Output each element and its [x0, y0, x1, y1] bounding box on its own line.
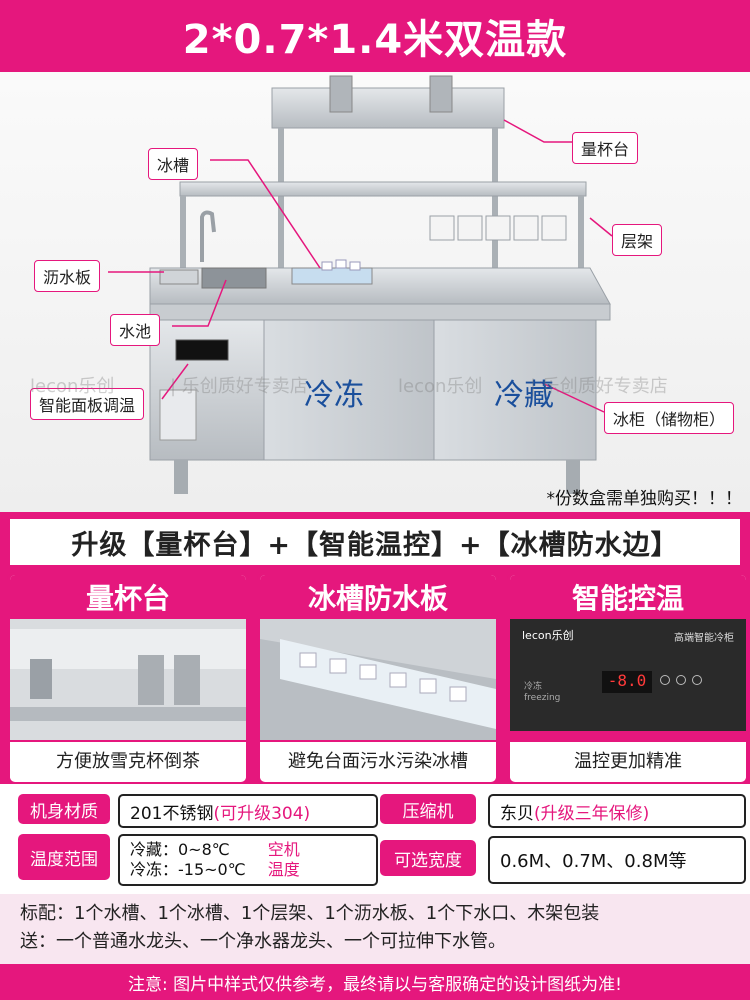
controller-model: 高端智能冷柜 — [674, 633, 734, 644]
callout-cabinet: 冰柜（储物柜） — [604, 402, 735, 434]
controller-accent-strip — [510, 731, 746, 740]
material-upgrade: (可升级304) — [213, 803, 311, 824]
feature-card-cup-stand: 量杯台 方便放雪克杯倒茶 — [7, 572, 249, 785]
controller-button-icon — [676, 675, 686, 685]
material-value: 201不锈钢 — [130, 803, 214, 824]
feature-caption: 温控更加精准 — [510, 740, 746, 778]
feature-image-ice-board — [260, 619, 496, 740]
spec-table: 机身材质 201不锈钢 (可升级304) 压缩机 东贝 (升级三年保修) 温度范… — [0, 784, 750, 894]
upgrade-text: 升级【量杯台】+【智能温控】+【冰槽防水边】 — [71, 529, 679, 561]
door-label-chill: 冷藏 — [494, 378, 554, 413]
spec-value-width: 0.6M、0.7M、0.8M等 — [488, 836, 746, 884]
feature-title: 智能控温 — [510, 575, 746, 619]
controller-button-icon — [660, 675, 670, 685]
callout-ice-tank: 冰槽 — [148, 148, 199, 180]
purchase-note: *份数盒需单独购买！！！ — [546, 489, 743, 509]
gift-items: 送：一个普通水龙头、一个净水器龙头、一个可拉伸下水管。 — [20, 931, 506, 952]
controller-label-2: freezing — [524, 693, 561, 703]
spec-label-material: 机身材质 — [18, 794, 110, 824]
feature-title: 量杯台 — [10, 575, 246, 619]
callout-cup-stand: 量杯台 — [572, 132, 639, 164]
watermark-brand: lecon乐创 — [30, 376, 115, 397]
temp-freeze: 冷冻：-15~0℃ — [130, 860, 246, 879]
callout-shelf: 层架 — [612, 224, 663, 256]
watermark-text: | 乐创质好专卖店 — [170, 376, 308, 397]
watermark-text-2: | 乐创质好专卖店 — [530, 376, 668, 397]
watermark-brand-2: lecon乐创 — [398, 376, 483, 397]
upgrade-banner: 升级【量杯台】+【智能温控】+【冰槽防水边】 — [0, 512, 750, 572]
door-label-freeze: 冷冻 — [304, 378, 364, 413]
spec-label-temp: 温度范围 — [18, 834, 110, 880]
feature-card-ice-board: 冰槽防水板 避免台面污水污染冰槽 — [257, 572, 499, 785]
controller-brand: lecon乐创 — [522, 629, 574, 642]
controller-label-1: 冷冻 — [524, 682, 543, 692]
temp-ranges: 冷藏：0~8℃ 冷冻：-15~0℃ — [130, 840, 246, 880]
feature-section: 量杯台 方便放雪克杯倒茶 冰槽防水板 — [0, 572, 750, 785]
feature-image-cup-stand — [10, 619, 246, 740]
temp-note-1: 空机 — [267, 840, 300, 859]
feature-image-controller: lecon乐创 高端智能冷柜 冷冻 freezing -8.0 — [510, 619, 746, 740]
spec-label-width: 可选宽度 — [380, 840, 476, 876]
workbench-illustration — [108, 75, 613, 494]
compressor-value: 东贝 — [500, 803, 534, 824]
temp-chill: 冷藏：0~8℃ — [130, 840, 230, 859]
feature-title: 冰槽防水板 — [260, 575, 496, 619]
page-title: 2*0.7*1.4米双温款 — [182, 17, 568, 63]
compressor-upgrade: (升级三年保修) — [534, 803, 650, 824]
footer-bar: 注意: 图片中样式仅供参考，最终请以与客服确定的设计图纸为准! — [0, 964, 750, 1000]
controller-display: -8.0 — [602, 671, 652, 693]
spec-value-material: 201不锈钢 (可升级304) — [118, 794, 378, 828]
callout-sink: 水池 — [110, 314, 161, 346]
controller-button-icon — [692, 675, 702, 685]
temp-note: 空机 温度 — [268, 840, 300, 880]
upgrade-banner-inner: 升级【量杯台】+【智能温控】+【冰槽防水边】 — [10, 519, 740, 565]
feature-caption: 方便放雪克杯倒茶 — [10, 740, 246, 778]
callout-panel: 智能面板调温 — [30, 388, 145, 420]
spec-label-compressor: 压缩机 — [380, 794, 476, 824]
standard-config: 标配：1个水槽、1个冰槽、1个层架、1个沥水板、1个下水口、木架包装 — [20, 903, 600, 924]
package-notes: 标配：1个水槽、1个冰槽、1个层架、1个沥水板、1个下水口、木架包装 送：一个普… — [0, 894, 750, 964]
footer-disclaimer: 注意: 图片中样式仅供参考，最终请以与客服确定的设计图纸为准! — [128, 974, 622, 995]
feature-caption: 避免台面污水污染冰槽 — [260, 740, 496, 778]
temp-note-2: 温度 — [267, 860, 300, 879]
header-bar: 2*0.7*1.4米双温款 — [0, 0, 750, 72]
feature-card-smart-temp: 智能控温 lecon乐创 高端智能冷柜 冷冻 freezing -8.0 温控更… — [507, 572, 749, 785]
product-photo: 量杯台 冰槽 层架 沥水板 水池 智能面板调温 冰柜（储物柜） 冷冻 冷藏 le… — [0, 72, 750, 512]
spec-value-compressor: 东贝 (升级三年保修) — [488, 794, 746, 828]
spec-value-temp: 冷藏：0~8℃ 冷冻：-15~0℃ 空机 温度 — [118, 834, 378, 886]
callout-drain-board: 沥水板 — [34, 260, 101, 292]
